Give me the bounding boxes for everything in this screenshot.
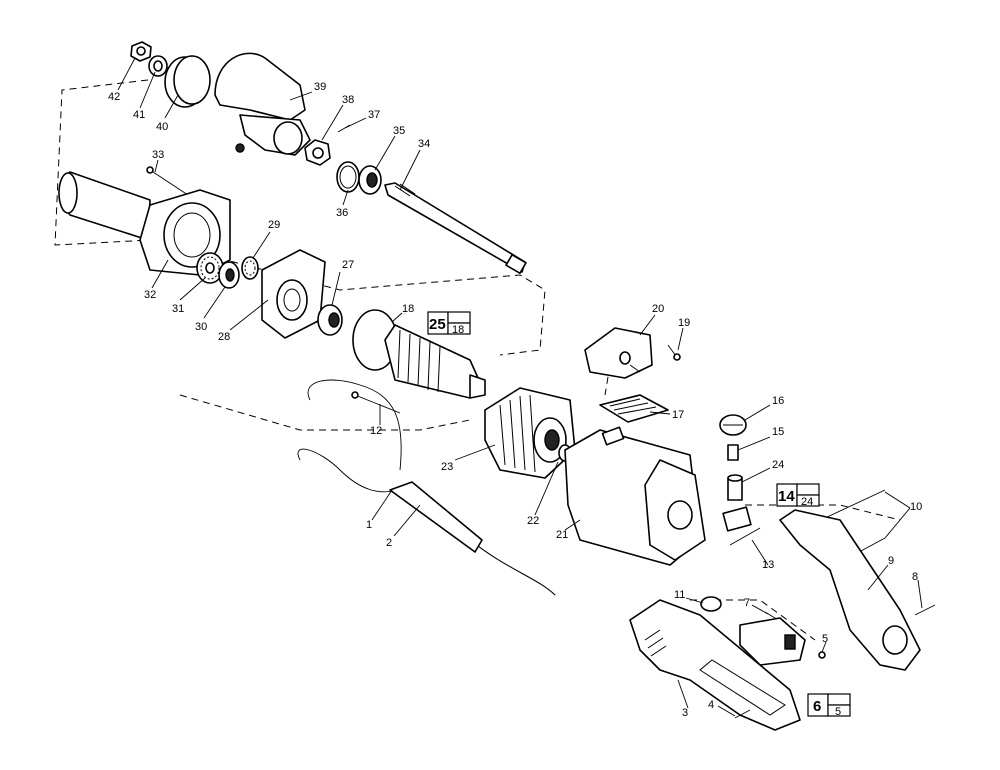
label-39: 39 <box>314 81 326 93</box>
label-23: 23 <box>441 461 453 473</box>
part-17-nameplate <box>599 394 669 423</box>
part-21-motor-housing <box>564 426 706 566</box>
part-18-armature <box>352 309 486 399</box>
part-38-flange-nut <box>304 139 331 166</box>
label-18: 18 <box>402 303 414 315</box>
label-24: 24 <box>772 459 784 471</box>
part-14-brush-assembly <box>722 506 752 532</box>
part-30-bearing <box>218 261 240 289</box>
part-12-through-bolt <box>351 391 401 414</box>
part-40-grinding-wheel <box>164 55 211 108</box>
part-3-handle-housing <box>629 599 801 731</box>
label-15: 15 <box>772 426 784 438</box>
label-31: 31 <box>172 303 184 315</box>
part-6-switch <box>739 617 806 666</box>
kit-sub-number: 24 <box>801 496 813 508</box>
label-28: 28 <box>218 331 230 343</box>
part-35-bearing <box>358 165 382 195</box>
part-8-screw <box>914 604 936 616</box>
label-41: 41 <box>133 109 145 121</box>
label-leaders <box>117 57 923 717</box>
kit-box-14-24: 14 24 <box>776 483 820 508</box>
kit-main-number: 25 <box>429 316 446 333</box>
label-8: 8 <box>912 571 918 583</box>
label-10: 10 <box>910 501 922 513</box>
label-1: 1 <box>366 519 372 531</box>
label-35: 35 <box>393 125 405 137</box>
kit-main-number: 14 <box>778 488 795 505</box>
part-5-screw <box>818 651 826 659</box>
label-4: 4 <box>708 699 714 711</box>
part-23-field-stator <box>484 387 576 479</box>
label-36: 36 <box>336 207 348 219</box>
label-22: 22 <box>527 515 539 527</box>
label-30: 30 <box>195 321 207 333</box>
label-9: 9 <box>888 555 894 567</box>
part-29-pinion <box>241 256 259 280</box>
label-11: 11 <box>674 589 685 601</box>
part-41-washer <box>148 55 168 77</box>
kit-box-25-18: 25 18 <box>427 311 471 336</box>
kit-sub-number: 5 <box>835 706 841 718</box>
label-20: 20 <box>652 303 664 315</box>
part-20-cover <box>584 327 653 379</box>
part-20-screw <box>629 364 641 373</box>
part-27-bearing <box>317 304 343 336</box>
part-42-nut <box>130 41 152 62</box>
part-13-spring <box>729 527 761 546</box>
label-38: 38 <box>342 94 354 106</box>
kit-sub-number: 18 <box>452 324 464 336</box>
label-17: 17 <box>672 409 684 421</box>
label-13: 13 <box>762 559 774 571</box>
label-29: 29 <box>268 219 280 231</box>
part-31-gear <box>196 252 224 284</box>
part-9-handle-half <box>779 509 921 671</box>
part-15-spring <box>727 444 739 461</box>
part-11-knob <box>700 596 722 612</box>
part-2-power-cord <box>389 481 556 596</box>
label-12: 12 <box>370 425 382 437</box>
part-39-wheel-guard <box>214 52 311 156</box>
label-34: 34 <box>418 138 430 150</box>
label-37: 37 <box>368 109 380 121</box>
label-5: 5 <box>822 633 828 645</box>
label-19: 19 <box>678 317 690 329</box>
part-16-brush-cap <box>719 414 747 436</box>
label-33: 33 <box>152 149 164 161</box>
label-16: 16 <box>772 395 784 407</box>
kit-box-6-5: 6 5 <box>807 693 851 718</box>
part-19-screw <box>667 344 681 361</box>
kit-main-number: 6 <box>813 698 821 715</box>
assembly-guide-lines <box>54 79 901 641</box>
part-34-spindle-shaft <box>384 182 527 274</box>
label-32: 32 <box>144 289 156 301</box>
part-number-labels: 1 2 3 4 5 6 7 8 9 10 11 12 13 14 15 16 1… <box>108 81 922 719</box>
part-1-wires <box>297 379 402 493</box>
label-2: 2 <box>386 537 392 549</box>
label-42: 42 <box>108 91 120 103</box>
label-3: 3 <box>682 707 688 719</box>
label-40: 40 <box>156 121 168 133</box>
part-33-screw <box>146 166 189 196</box>
part-24-brush-holder <box>727 474 743 501</box>
part-4-screw <box>734 709 751 719</box>
label-27: 27 <box>342 259 354 271</box>
part-28-bearing-plate <box>261 249 326 339</box>
part-36-o-ring <box>336 161 360 193</box>
label-21: 21 <box>556 529 568 541</box>
label-7: 7 <box>744 597 750 609</box>
